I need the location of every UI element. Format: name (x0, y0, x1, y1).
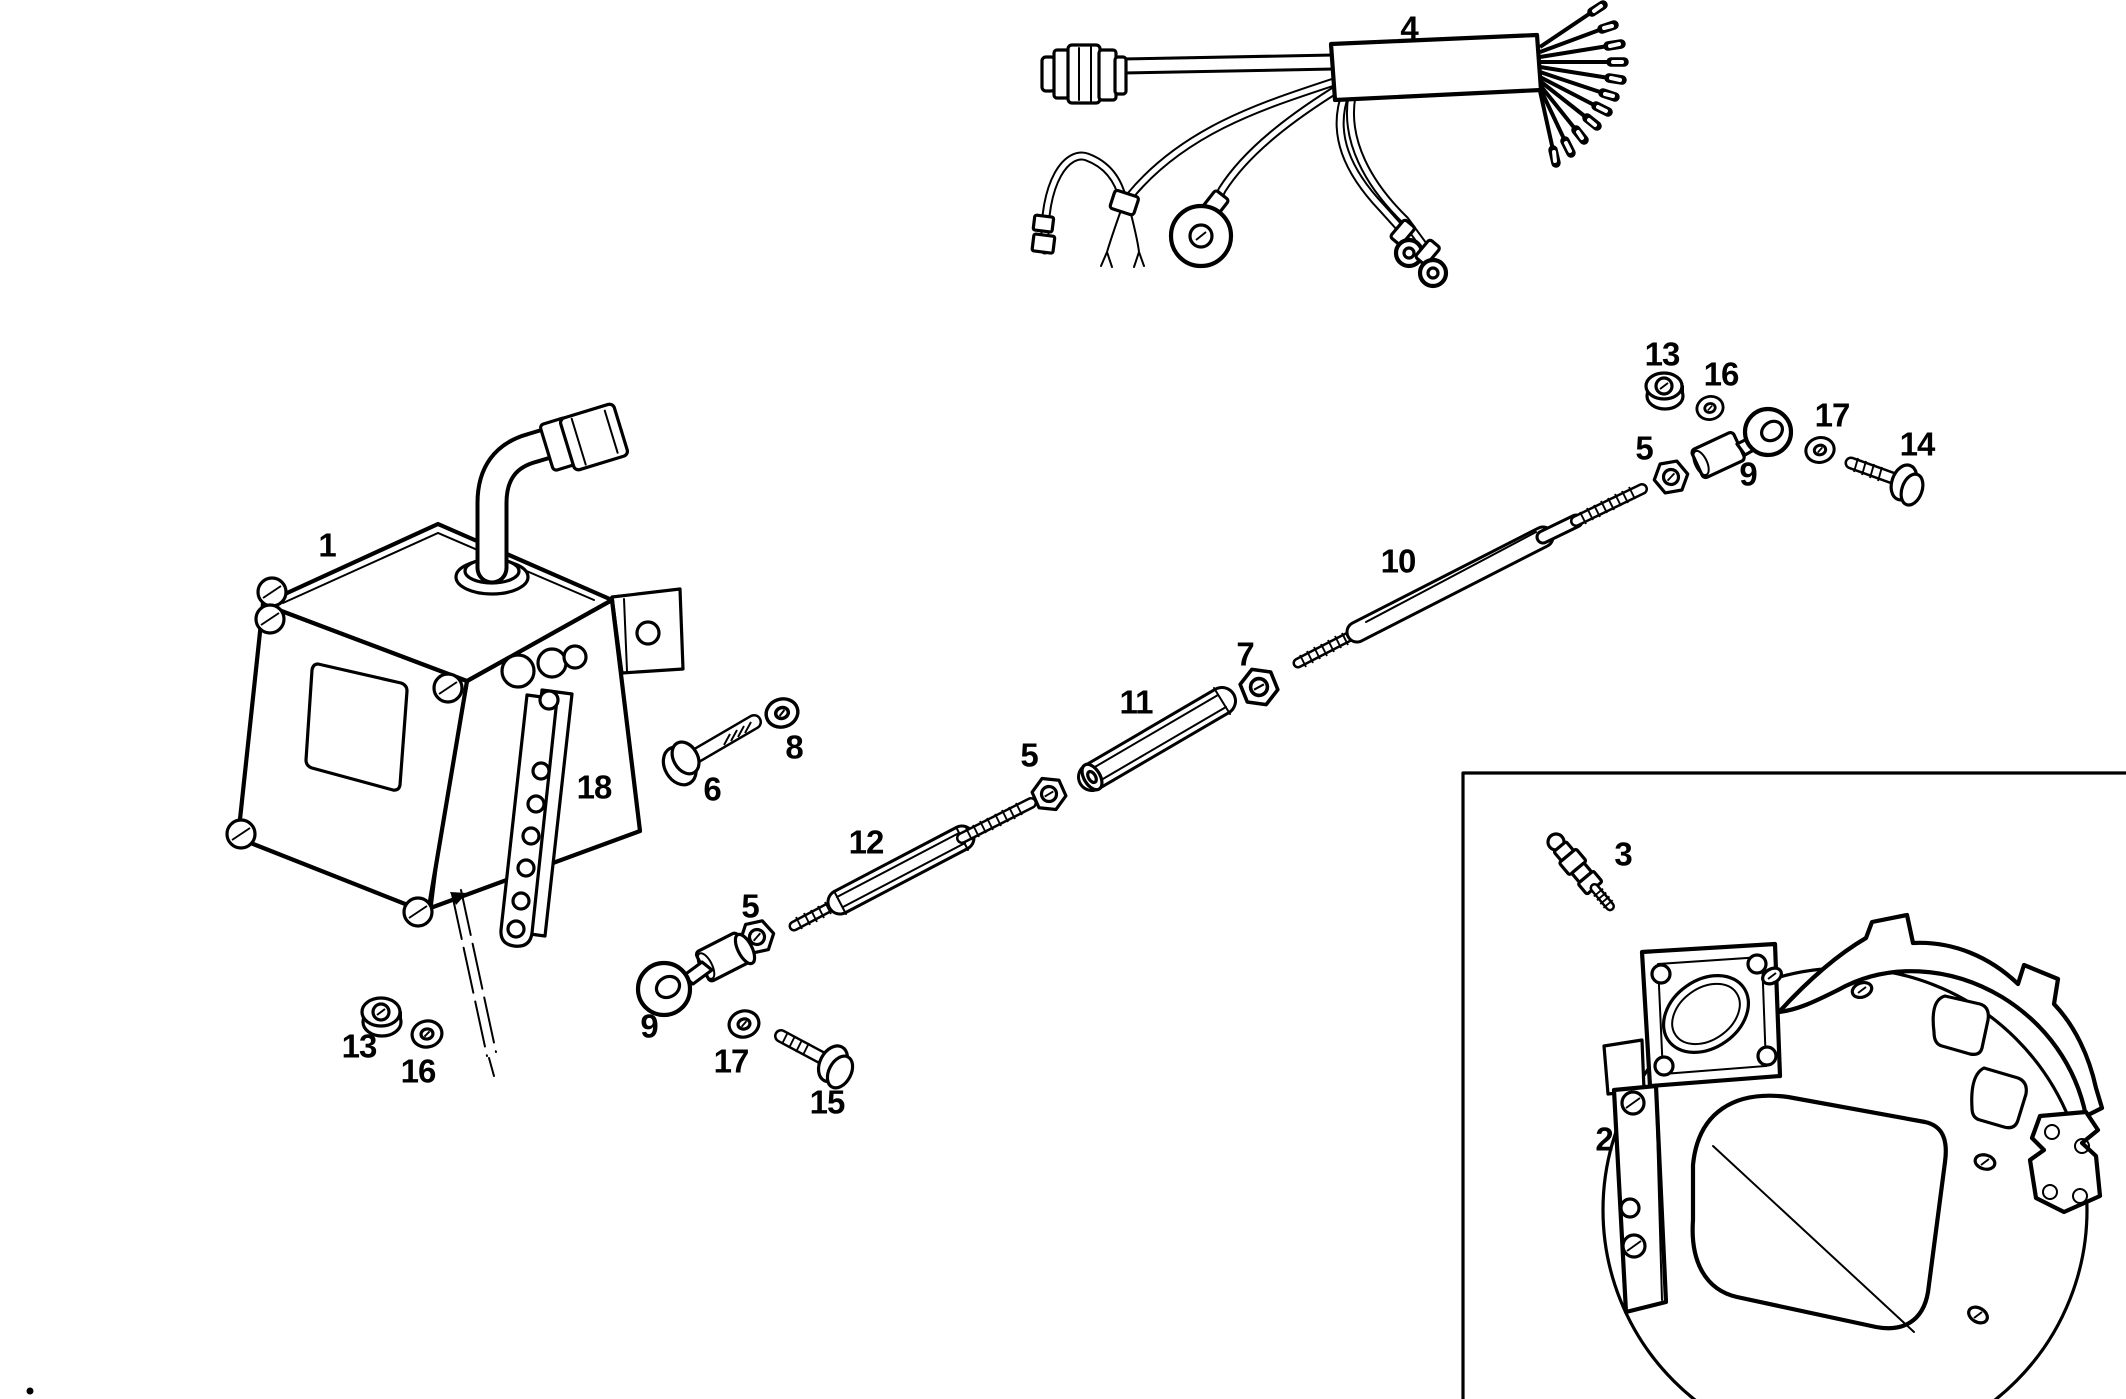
ring-terminal-small-1 (1389, 218, 1425, 269)
part-label-5: 5 (1635, 429, 1653, 467)
wiring-harness-illustration (1030, 0, 1629, 289)
rod-12 (788, 797, 1037, 932)
part-label-17: 17 (713, 1042, 750, 1080)
part-label-12: 12 (848, 823, 885, 861)
detail-pointer (450, 889, 497, 1077)
box-screws (225, 576, 464, 928)
part-label-15: 15 (809, 1083, 846, 1121)
part-label-10: 10 (1380, 542, 1417, 580)
inset-panel (1461, 771, 2126, 1399)
bolt-15 (774, 1029, 855, 1090)
bolt-6 (661, 714, 762, 787)
ring-terminal-small-2 (1414, 238, 1449, 289)
box-bracket (610, 587, 685, 675)
nut-13-lower (360, 996, 403, 1038)
part-label-3: 3 (1614, 835, 1632, 873)
part-label-16: 16 (1703, 355, 1740, 393)
wire-clamp (1108, 188, 1140, 217)
washer-17-lower (724, 1005, 764, 1043)
inset-border (1461, 771, 2126, 1399)
box-conduit (454, 402, 630, 596)
shift-lever (499, 644, 588, 948)
part-label-5: 5 (1020, 736, 1038, 774)
washer-16-upper (1692, 392, 1728, 424)
part-label-5: 5 (741, 887, 759, 925)
part-label-8: 8 (785, 728, 803, 766)
sleeve-11 (1077, 686, 1237, 792)
harness-wire-fan (1538, 0, 1629, 168)
washer-17-upper (1801, 432, 1839, 468)
harness-sleeve (1328, 32, 1544, 103)
rod-end-9-upper (1690, 406, 1794, 480)
part-label-9: 9 (640, 1007, 658, 1045)
rod-10 (1292, 483, 1648, 669)
washer-16-lower (408, 1016, 446, 1052)
part-label-16: 16 (400, 1052, 437, 1090)
part-label-9: 9 (1739, 455, 1757, 493)
nut-13-upper (1644, 371, 1685, 411)
part-label-7: 7 (1236, 635, 1254, 673)
nut-5-upper (1650, 457, 1692, 497)
part-label-14: 14 (1899, 425, 1936, 463)
washer-8 (760, 693, 804, 733)
part-label-18: 18 (576, 768, 613, 806)
part-label-17: 17 (1814, 396, 1851, 434)
part-label-4: 4 (1400, 9, 1418, 47)
control-box-illustration (225, 402, 685, 1077)
part-label-2: 2 (1595, 1120, 1613, 1158)
part-label-1: 1 (318, 526, 336, 564)
box-front-plate (304, 662, 409, 792)
nut-7 (1236, 666, 1282, 708)
part-label-13: 13 (341, 1027, 378, 1065)
flywheel-housing-illustration (1601, 912, 2105, 1399)
linkage-parts-illustration (360, 371, 1925, 1090)
harness-plug-connector (1040, 43, 1128, 105)
fitting-3 (1546, 832, 1615, 912)
wire-terminal-blocks (1030, 213, 1057, 255)
part-label-13: 13 (1644, 335, 1681, 373)
bolt-14 (1844, 456, 1925, 507)
page-mark (26, 1387, 34, 1395)
part-label-11: 11 (1119, 683, 1154, 721)
rod-end-9-lower (635, 931, 757, 1018)
part-label-6: 6 (703, 770, 721, 808)
housing-rim-holes (1761, 966, 1997, 1325)
ring-terminal-large (1168, 189, 1234, 269)
